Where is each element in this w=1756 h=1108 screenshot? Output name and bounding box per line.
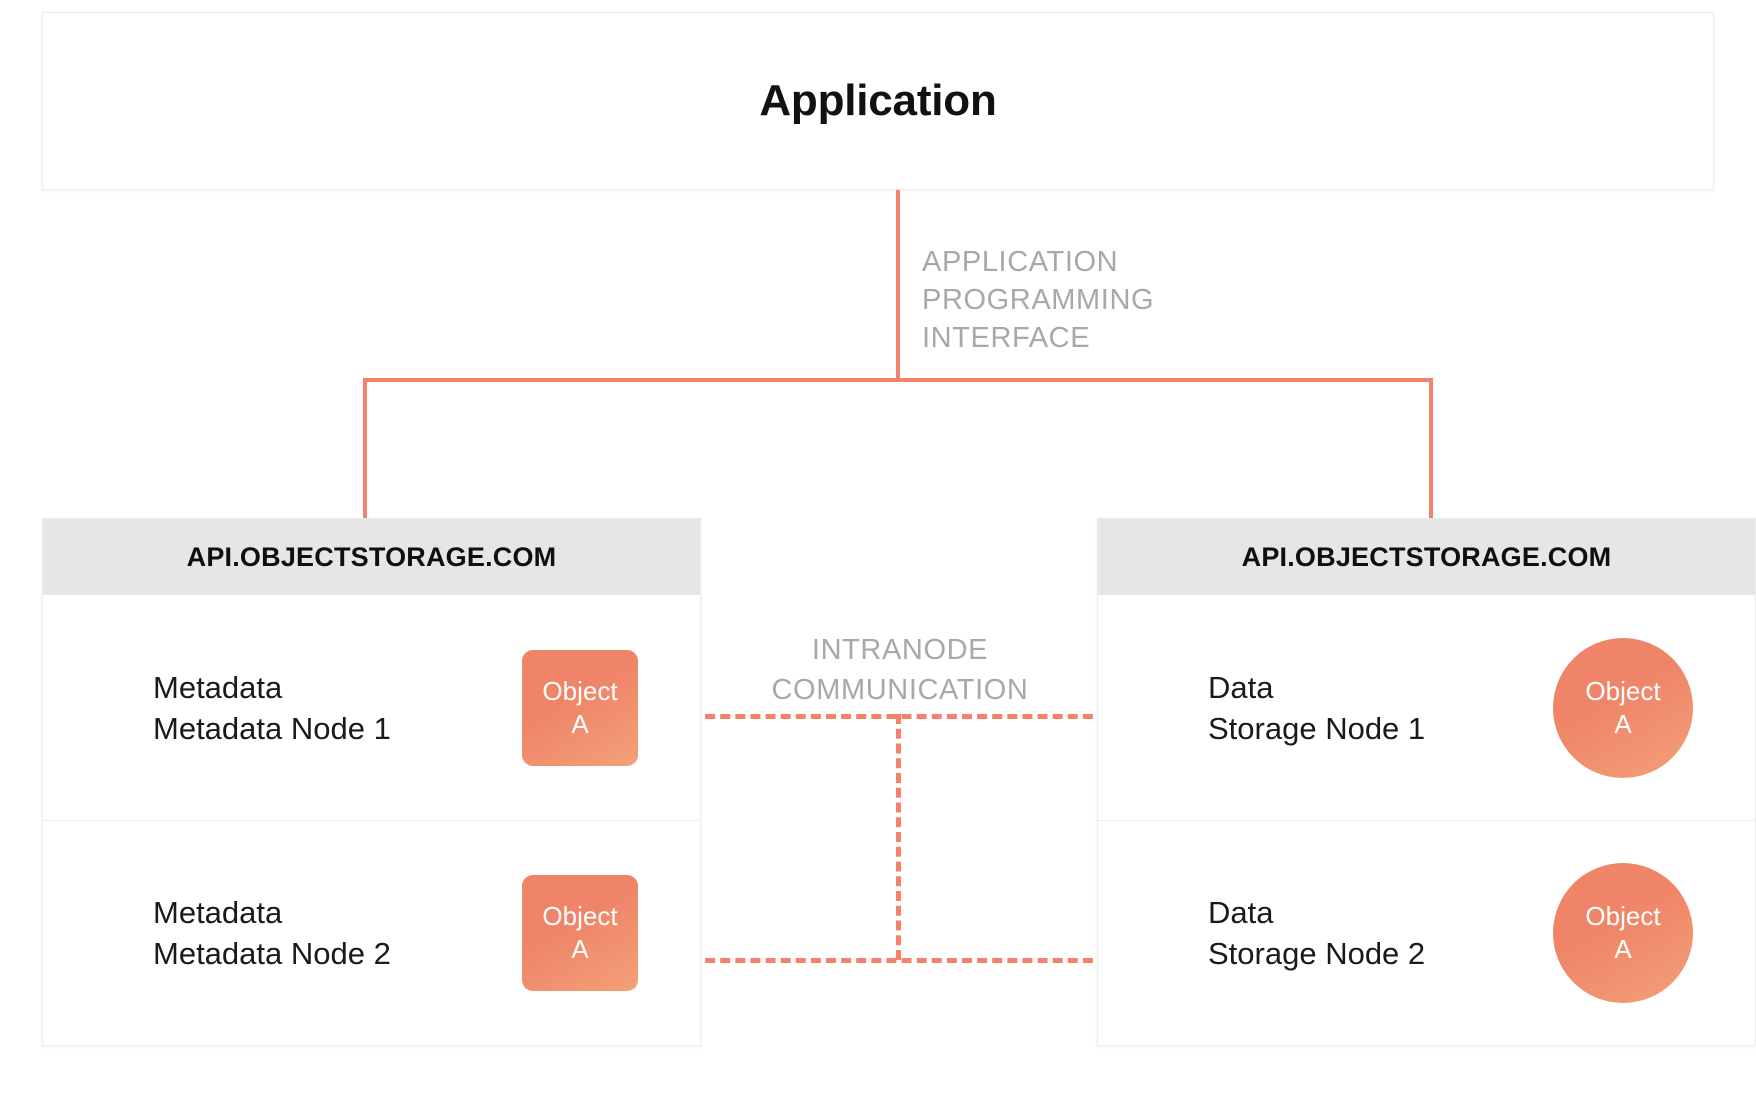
object-circle-label-line2: A	[1614, 934, 1632, 964]
metadata-node-2-object-wrap: Object A	[522, 875, 700, 991]
object-circle-label-line1: Object	[1585, 675, 1661, 706]
storage-panel-header: API.OBJECTSTORAGE.COM	[1098, 519, 1755, 595]
storage-node-panel: API.OBJECTSTORAGE.COM Data Storage Node …	[1097, 518, 1756, 1046]
intranode-dashed-line-bottom	[690, 958, 1108, 963]
api-connector-horizontal-bar	[363, 378, 1433, 382]
object-circle-icon: Object A	[1553, 863, 1693, 1003]
metadata-node-row-1: Metadata Metadata Node 1 Object A	[43, 595, 700, 820]
storage-node-1-object-wrap: Object A	[1553, 637, 1755, 778]
metadata-panel-header: API.OBJECTSTORAGE.COM	[43, 519, 700, 595]
object-square-label-line2: A	[571, 708, 589, 739]
object-square-icon: Object A	[522, 875, 638, 991]
object-circle-label-line1: Object	[1585, 901, 1661, 931]
object-square-label-line2: A	[571, 934, 589, 964]
metadata-node-1-object-wrap: Object A	[522, 649, 700, 766]
api-connector-left-branch-line	[363, 378, 367, 520]
storage-node-2-label: Data Storage Node 2	[1208, 895, 1426, 971]
api-connector-right-branch-line	[1429, 378, 1433, 520]
api-connector-label: APPLICATION PROGRAMMING INTERFACE	[922, 246, 1155, 354]
intranode-dashed-line-vertical	[896, 714, 901, 960]
application-box: Application	[42, 12, 1714, 190]
metadata-node-1-label: Metadata Metadata Node 1	[153, 669, 391, 746]
object-square-label-line1: Object	[542, 901, 618, 931]
metadata-node-row-2: Metadata Metadata Node 2 Object A	[43, 820, 700, 1045]
storage-node-row-2: Data Storage Node 2 Object A	[1098, 820, 1755, 1045]
storage-node-2-object-wrap: Object A	[1553, 863, 1755, 1003]
storage-node-1-label: Data Storage Node 1	[1208, 669, 1426, 746]
api-connector-vertical-line	[896, 190, 900, 380]
storage-node-row-1: Data Storage Node 1 Object A	[1098, 595, 1755, 820]
intranode-connector-label: INTRANODE COMMUNICATION	[771, 634, 1029, 706]
object-circle-icon: Object A	[1553, 637, 1693, 778]
metadata-node-panel: API.OBJECTSTORAGE.COM Metadata Metadata …	[42, 518, 701, 1046]
object-square-icon: Object A	[522, 649, 638, 766]
metadata-node-2-label: Metadata Metadata Node 2	[153, 895, 391, 971]
object-square-label-line1: Object	[542, 675, 618, 706]
application-title: Application	[759, 76, 997, 125]
object-circle-label-line2: A	[1614, 708, 1632, 739]
